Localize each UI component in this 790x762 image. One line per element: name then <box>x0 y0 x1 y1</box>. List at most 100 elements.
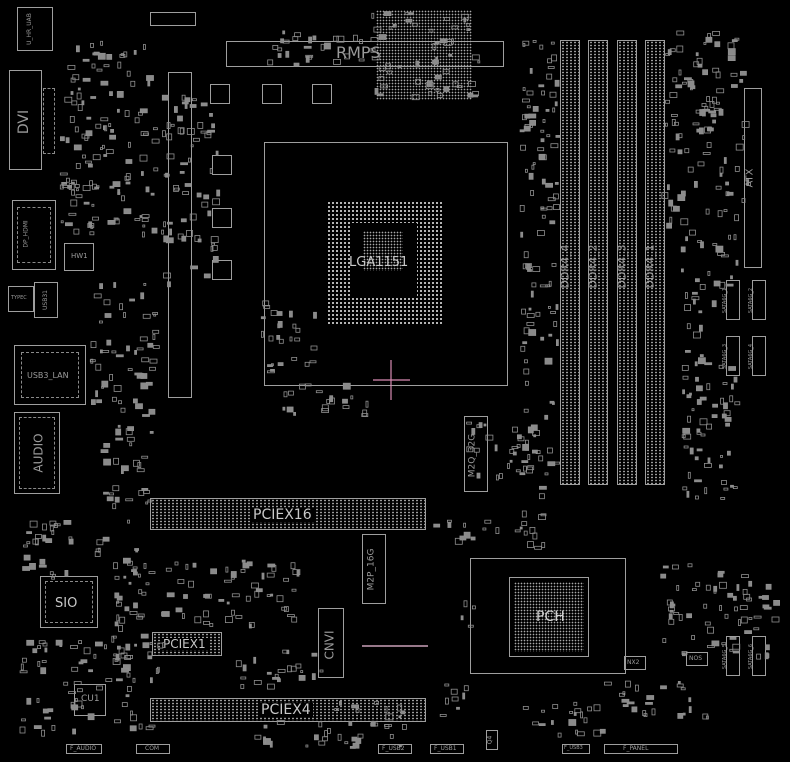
smd-part <box>292 569 301 575</box>
smd-part <box>96 399 102 404</box>
smd-part <box>720 397 724 405</box>
sata-2[interactable]: SATA6G_2 <box>748 280 766 320</box>
smd-part <box>248 622 255 628</box>
cnvi-module[interactable]: CNVI <box>318 608 344 678</box>
hw1-chip[interactable]: HW1 <box>64 243 94 271</box>
smd-part <box>392 23 397 28</box>
smd-part <box>443 39 452 46</box>
smd-part <box>712 96 717 104</box>
smd-part <box>398 715 402 719</box>
smd-part <box>107 219 116 225</box>
smd-part <box>212 255 219 263</box>
smd-part <box>731 383 734 390</box>
smd-part <box>112 635 117 639</box>
smd-part <box>102 536 110 542</box>
smd-part <box>532 721 539 726</box>
usb31-connector[interactable]: USB31 <box>34 282 58 318</box>
smd-part <box>118 625 123 632</box>
smd-part <box>716 101 720 105</box>
smd-part <box>41 729 45 737</box>
header-f-panel[interactable]: F_PANEL <box>604 744 678 754</box>
smd-part <box>703 603 708 609</box>
smd-part <box>687 471 691 479</box>
smd-part <box>724 613 729 619</box>
sata-1[interactable]: SATA6G_1 <box>722 280 740 320</box>
dimm-slot-ddr4-1[interactable]: DDR4_1 <box>644 40 665 485</box>
sata-4[interactable]: SATA6G_4 <box>748 336 766 376</box>
dimm-slot-ddr4-2[interactable]: DDR4_2 <box>587 40 608 485</box>
smd-part <box>545 182 553 188</box>
pcie-x1-slot[interactable]: PCIEX1 <box>152 632 222 656</box>
smd-part <box>680 218 689 226</box>
smd-part <box>152 127 158 131</box>
smd-part <box>26 541 31 545</box>
smd-part <box>103 299 111 306</box>
usb-top-connector[interactable]: U_HR_UAB <box>17 7 53 51</box>
m2-slot-p16g[interactable]: M2P_16G <box>362 534 386 604</box>
smd-part <box>115 354 124 358</box>
smd-part <box>686 613 692 619</box>
smd-part <box>119 54 126 58</box>
header-com[interactable]: COM <box>136 744 170 754</box>
smd-part <box>448 54 453 57</box>
smd-part <box>523 530 528 536</box>
smd-part <box>538 455 544 462</box>
smd-part <box>120 407 126 413</box>
smd-part <box>210 568 218 575</box>
sata-5[interactable]: SATA6G_5 <box>722 636 740 676</box>
smd-part <box>210 236 219 244</box>
sata-3[interactable]: SATA6G_3 <box>722 336 740 376</box>
pch-area[interactable]: PCH <box>470 558 626 674</box>
header-f-usb1[interactable]: F_USB1 <box>430 744 464 754</box>
smd-part <box>682 712 686 716</box>
smd-part <box>667 184 670 191</box>
smd-part <box>357 733 364 739</box>
sio-chip[interactable]: SIO <box>40 576 98 628</box>
smd-part <box>266 671 272 675</box>
atx-power-connector[interactable]: ATX <box>744 88 762 268</box>
dimm-slot-ddr4-4[interactable]: DDR4_4 <box>559 40 580 485</box>
pcie-x4-slot[interactable]: PCIEX4 <box>150 698 426 722</box>
audio-connector[interactable]: AUDIO <box>14 412 60 494</box>
smd-part <box>662 638 667 643</box>
header-f-usb3[interactable]: F_USB3 <box>562 744 590 754</box>
smd-part <box>318 721 323 728</box>
smd-part <box>235 660 242 668</box>
m2-slot-q32g[interactable]: M2Q_32G <box>464 416 488 492</box>
usb-lan-connector[interactable]: USB3_LAN <box>14 345 86 405</box>
smd-part <box>138 490 145 496</box>
smd-part <box>203 273 211 279</box>
smd-part <box>312 35 317 41</box>
smd-part <box>522 443 529 451</box>
smd-part <box>82 185 91 192</box>
smd-part <box>305 744 309 748</box>
dimm-slot-ddr4-3[interactable]: DDR4_3 <box>616 40 637 485</box>
dvi-connector[interactable]: DVI <box>9 70 42 170</box>
smd-part <box>694 479 702 483</box>
smd-part <box>519 472 526 476</box>
smd-part <box>415 60 420 68</box>
smd-part <box>121 702 128 707</box>
nos-chip[interactable]: NOS <box>686 652 708 666</box>
smd-part <box>526 313 535 318</box>
q4-part[interactable]: Q4 <box>486 730 498 750</box>
smd-part <box>114 719 121 724</box>
smd-part <box>383 11 392 17</box>
smd-part <box>687 563 693 568</box>
smd-part <box>682 652 686 657</box>
smd-part <box>463 522 467 528</box>
pcie-x16-slot[interactable]: PCIEX16 <box>150 498 426 530</box>
header-f-audio[interactable]: F_AUDIO <box>66 744 102 754</box>
header-f-usb2[interactable]: F_USB2 <box>378 744 412 754</box>
nx2-chip[interactable]: NX2 <box>624 656 646 670</box>
smd-part <box>694 456 699 461</box>
dp-hdmi-connector[interactable]: DP_HDMI <box>12 200 56 270</box>
typec-connector[interactable]: TYPEC <box>8 286 34 312</box>
cpu-socket[interactable]: LGA1151 <box>264 142 508 386</box>
smd-part <box>51 576 55 580</box>
smd-part <box>70 91 74 95</box>
smd-part <box>189 213 197 221</box>
smd-part <box>723 209 728 213</box>
smd-part <box>371 12 375 19</box>
